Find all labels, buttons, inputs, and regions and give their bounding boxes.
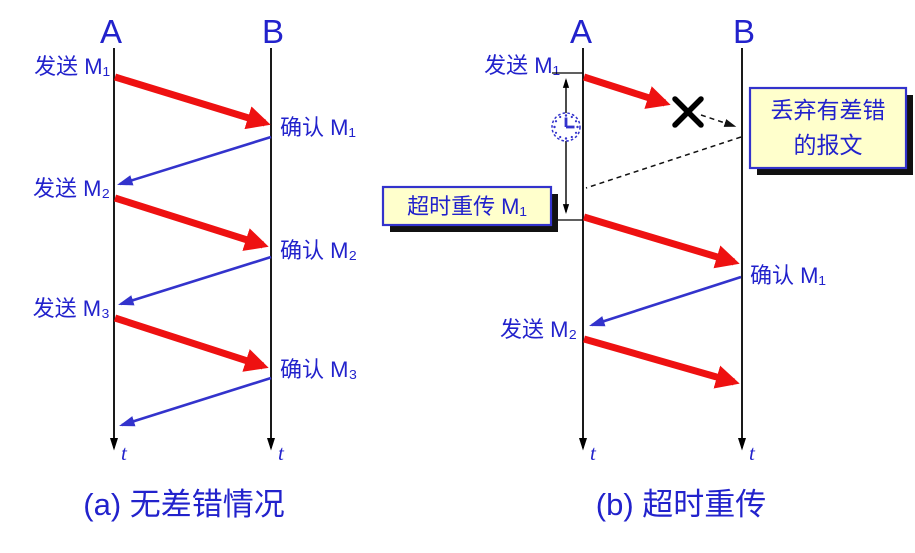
left-time-axis-b-label: t [278,441,285,465]
left-host-b-label: B [262,13,284,50]
timeout-retransmit-label: 超时重传 M₁ [407,194,527,219]
left-ack-m3-label: 确认 M₃ [280,357,357,382]
left-msg2-arrow [113,194,269,251]
left-ack-m1-label: 确认 M₁ [280,115,356,140]
left-send-m2-label: 发送 M₂ [33,176,110,201]
left-caption: (a) 无差错情况 [83,487,285,522]
right-time-axis-b-label: t [749,441,756,465]
right-send-m1-label: 发送 M₁ [484,53,560,78]
no-ack-dashed-line [585,136,742,189]
errored-frame-dashed-arrow [700,114,737,127]
left-time-axis-a-label: t [121,441,128,465]
right-ack1-arrow [589,275,742,327]
right-time-axis-a-label: t [590,441,597,465]
right-msg1-arrow-lost [582,73,671,109]
timeout-retransmit-note: 超时重传 M₁ [381,185,558,232]
right-caption: (b) 超时重传 [596,487,767,522]
discard-note: 丢弃有差错 的报文 [748,86,913,175]
left-send-m3-label: 发送 M₃ [33,296,110,321]
right-msg2-arrow [583,335,740,389]
left-ack3-arrow [119,376,272,427]
left-ack-m2-label: 确认 M₂ [280,238,357,263]
right-host-b-label: B [733,13,755,50]
left-msg3-arrow [113,314,269,372]
right-send-m2-label: 发送 M₂ [500,317,577,342]
left-host-a-label: A [100,13,122,50]
right-host-a-label: A [570,13,592,50]
discard-note-line2: 的报文 [794,132,863,158]
error-x-mark [672,96,704,128]
timer-clock-icon [551,112,581,142]
right-msg1-retransmit-arrow [582,213,740,269]
right-ack-m1-label: 确认 M₁ [750,263,826,288]
left-msg1-arrow [113,73,271,130]
left-ack2-arrow [118,255,272,306]
left-send-m1-label: 发送 M₁ [34,54,110,79]
discard-note-line1: 丢弃有差错 [771,97,886,123]
left-ack1-arrow [117,135,272,186]
